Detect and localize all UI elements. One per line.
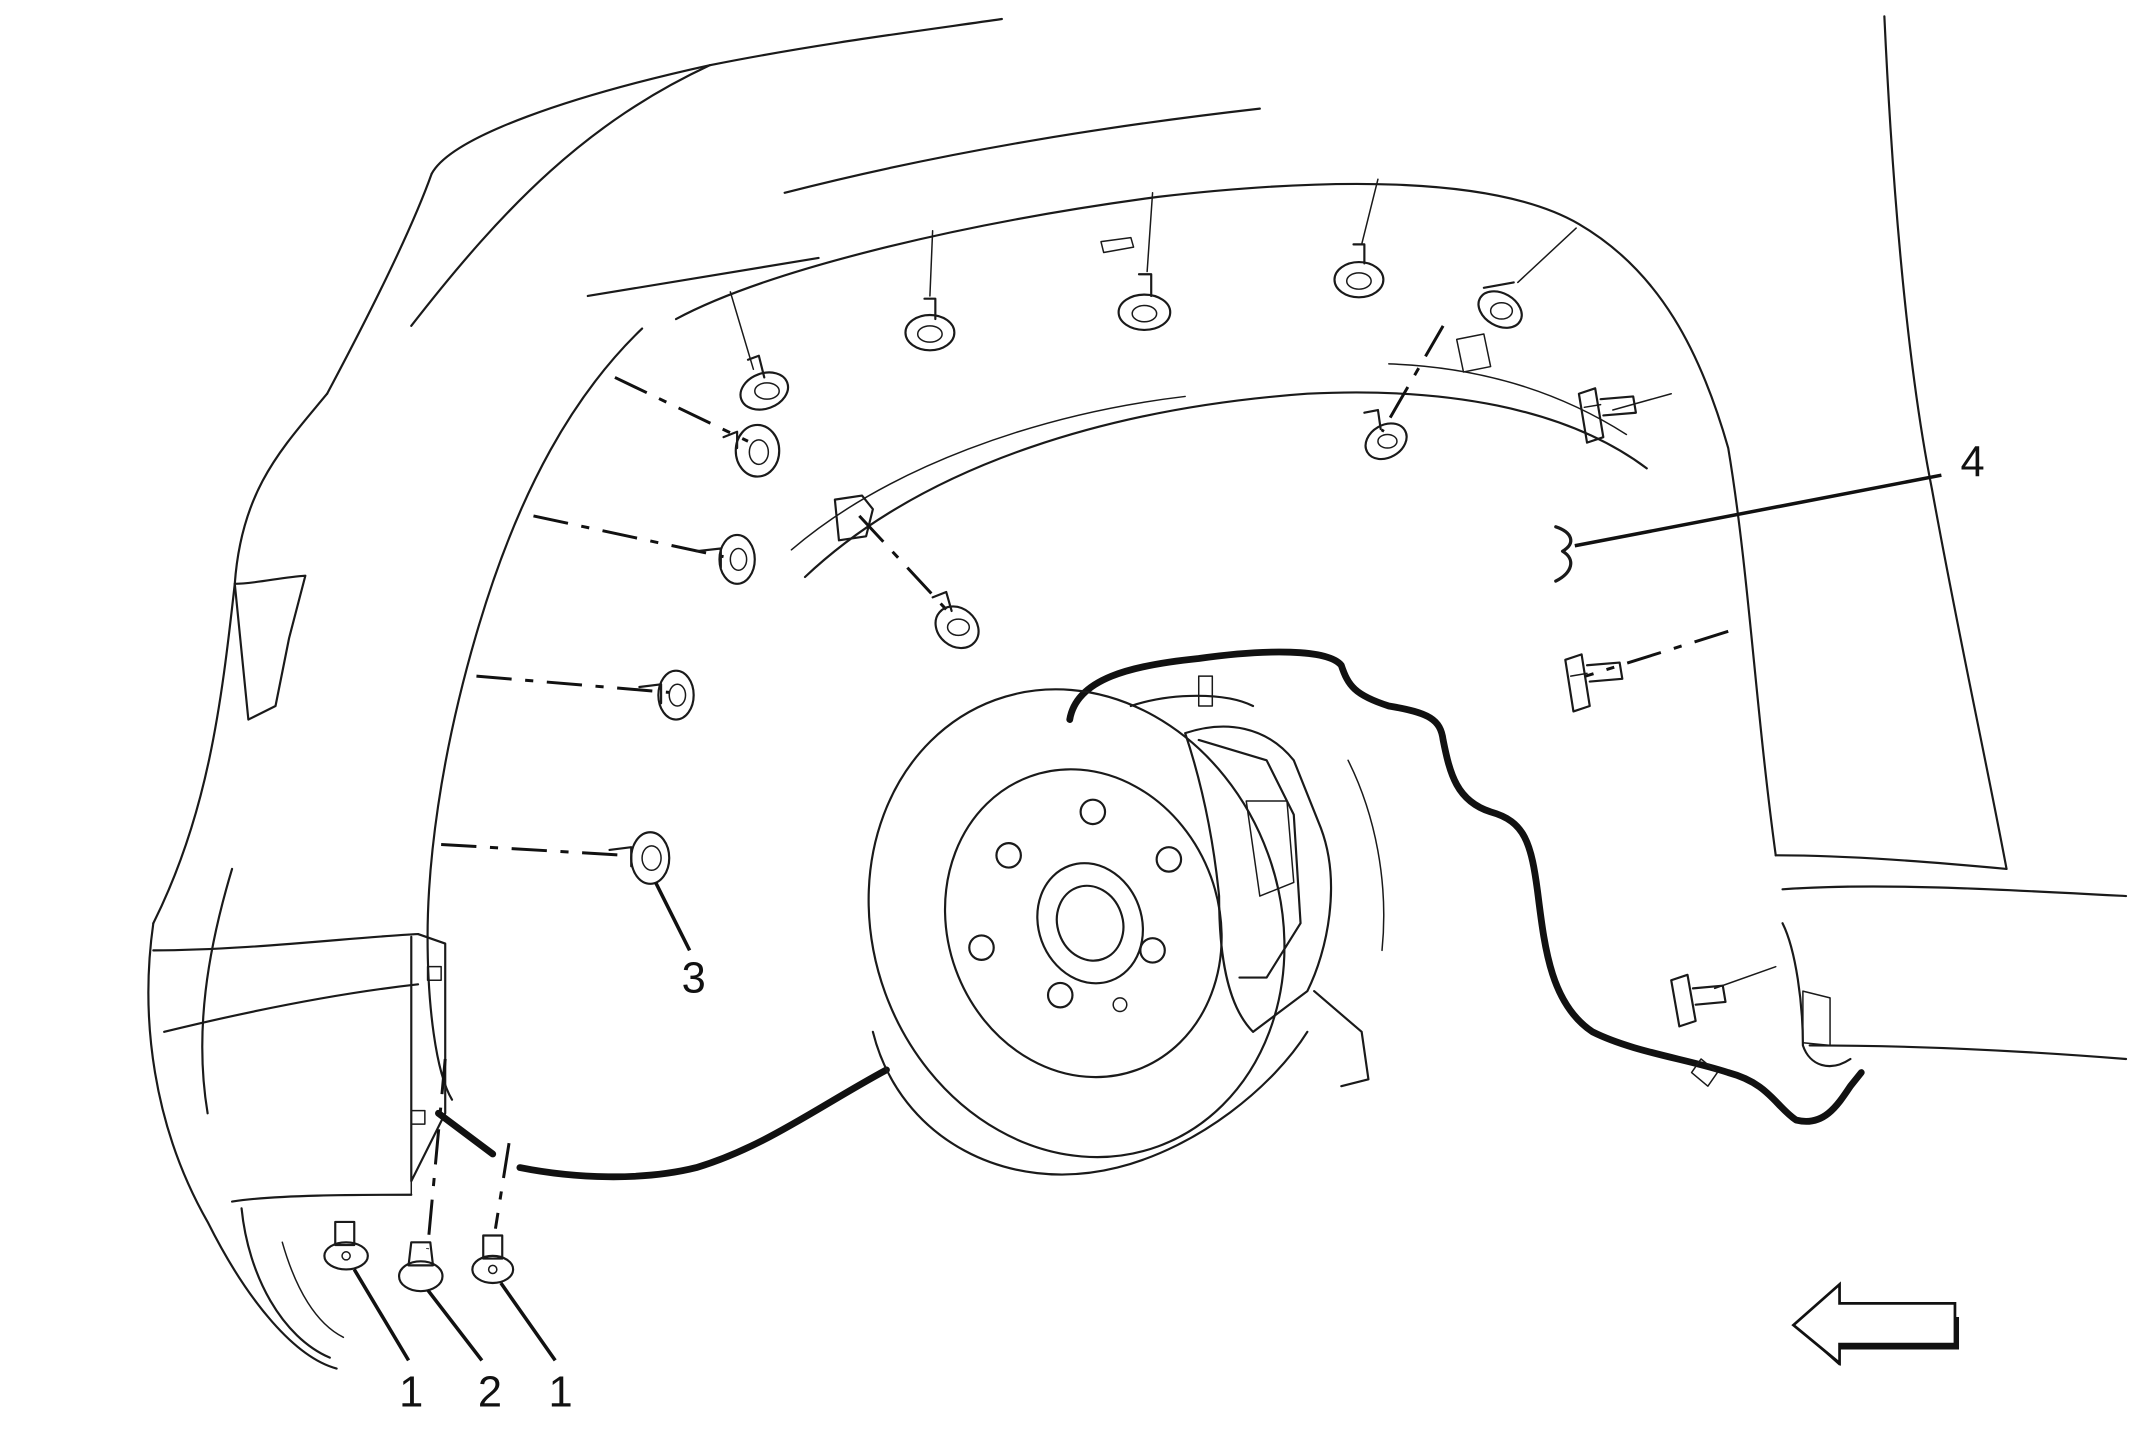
retainer-fastener xyxy=(608,831,671,885)
screw-fastener xyxy=(323,1220,369,1271)
callout-1-left: 1 xyxy=(399,1369,423,1417)
left-arrow-icon xyxy=(1791,1281,1960,1366)
retainer-fasteners xyxy=(323,243,1727,1293)
push-pin-fastener xyxy=(1564,653,1624,713)
brake-rotor-assembly xyxy=(867,675,1385,1176)
retainer-fastener xyxy=(1477,281,1523,329)
clip-fastener xyxy=(397,1241,444,1293)
liner-rear-bracket xyxy=(1690,922,1852,1087)
push-pin-fastener xyxy=(1670,973,1727,1028)
callout-leaders xyxy=(352,473,1942,1362)
wheel-studs xyxy=(968,798,1183,1013)
screw-fastener xyxy=(471,1234,515,1285)
callout-2: 2 xyxy=(478,1369,502,1417)
retainer-fastener xyxy=(1117,273,1172,332)
retainer-fastener xyxy=(904,297,956,352)
fastener-dash-lines xyxy=(349,178,1777,1250)
fender-body-outline xyxy=(147,15,2128,1370)
retainer-fastener xyxy=(739,354,790,411)
liner-lower-edge xyxy=(435,648,1865,1181)
retainer-fastener xyxy=(722,423,781,478)
callout-3: 3 xyxy=(682,954,706,1002)
retainer-fastener xyxy=(1333,243,1385,299)
wheelhouse-liner xyxy=(410,182,1777,1183)
retainer-fastener xyxy=(695,533,756,585)
retainer-fastener xyxy=(1363,408,1408,461)
push-pin-fastener xyxy=(1577,387,1637,444)
retainer-fastener xyxy=(638,669,695,721)
callout-1-right: 1 xyxy=(549,1369,573,1417)
retainer-fastener xyxy=(931,590,980,650)
callout-4: 4 xyxy=(1961,439,1985,487)
